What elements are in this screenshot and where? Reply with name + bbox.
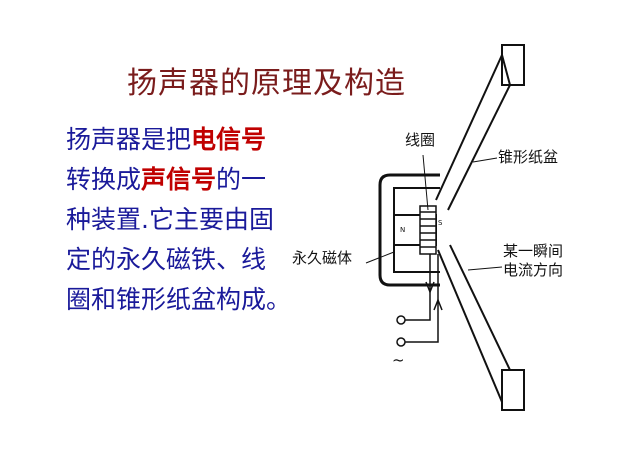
label-cone: 锥形纸盆 bbox=[498, 148, 558, 166]
terminal-1 bbox=[396, 315, 406, 325]
label-coil: 线圈 bbox=[405, 131, 435, 149]
magnet-housing bbox=[378, 173, 440, 287]
body-line-5: 圈和锥形纸盆构成。 bbox=[66, 285, 292, 314]
current-arrow-down bbox=[425, 281, 435, 295]
coil-winding bbox=[419, 205, 437, 255]
cone-lower-inner bbox=[449, 244, 511, 371]
label-magnet: 永久磁体 bbox=[292, 249, 352, 267]
body-text-segment: 的一 bbox=[216, 165, 267, 194]
body-text-segment: 扬声器是把 bbox=[66, 125, 192, 154]
wire-lead-1 bbox=[405, 254, 431, 321]
current-pointer bbox=[467, 266, 503, 271]
ac-source-icon: ~ bbox=[392, 351, 405, 369]
cone-lower-outer bbox=[437, 249, 503, 403]
label-current-line2: 电流方向 bbox=[503, 261, 563, 279]
body-line-3: 种装置.它主要由固 bbox=[66, 205, 274, 234]
slide-title: 扬声器的原理及构造 bbox=[127, 66, 406, 101]
wire-lead-2 bbox=[405, 254, 439, 343]
speaker-diagram: 线圈 锥形纸盆 永久磁体 某一瞬间 电流方向 N S ~ bbox=[290, 20, 600, 440]
magnet-pointer bbox=[365, 251, 395, 264]
body-text-segment: 转换成 bbox=[66, 165, 142, 194]
body-line-2: 转换成声信号的一 bbox=[66, 160, 316, 200]
speaker-diagram-svg: 线圈 锥形纸盆 永久磁体 某一瞬间 电流方向 N S ~ bbox=[292, 44, 563, 411]
body-line-1: 扬声器是把电信号 bbox=[66, 120, 316, 160]
cone-rim-bottom bbox=[501, 369, 525, 411]
label-pole-s: S bbox=[438, 219, 443, 227]
coil-pointer bbox=[422, 154, 429, 211]
cone-pointer bbox=[472, 157, 498, 163]
highlight-electric-signal: 电信号 bbox=[191, 125, 267, 154]
label-pole-n: N bbox=[400, 226, 405, 234]
highlight-sound-signal: 声信号 bbox=[141, 165, 217, 194]
label-current-line1: 某一瞬间 bbox=[503, 242, 563, 260]
cone-upper-inner bbox=[447, 84, 511, 211]
body-line-4: 定的永久磁铁、线 bbox=[66, 245, 267, 274]
cone-edge bbox=[501, 54, 511, 86]
terminal-2 bbox=[396, 337, 406, 347]
current-arrow-up bbox=[433, 297, 443, 311]
cone-upper-outer bbox=[435, 54, 503, 201]
slide-body-text: 扬声器是把电信号 转换成声信号的一 种装置.它主要由固 定的永久磁铁、线 圈和锥… bbox=[66, 120, 316, 320]
